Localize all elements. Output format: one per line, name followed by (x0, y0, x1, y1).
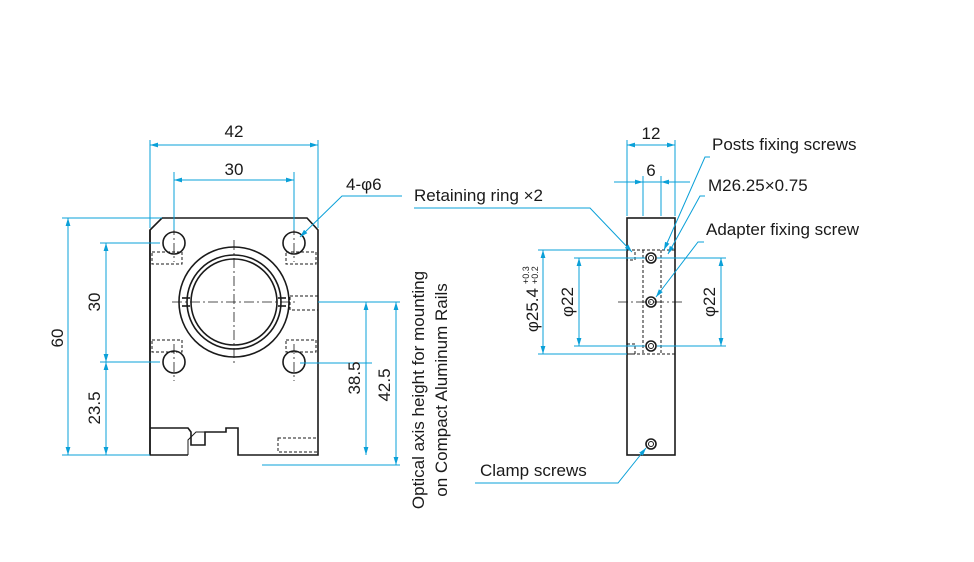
label-adapter-fixing-screw: Adapter fixing screw (706, 220, 860, 239)
dim-inner-6: 6 (646, 161, 655, 180)
label-clamp-screws: Clamp screws (480, 461, 587, 480)
side-extension-lines (538, 140, 726, 355)
dim-bore-25-4: φ25.4 (523, 288, 542, 332)
dim-thickness-12: 12 (642, 124, 661, 143)
dim-bore-group: φ25.4 +0.3 +0.2 (521, 266, 542, 332)
rail-notch (187, 431, 226, 455)
dim-hole-base-23-5: 23.5 (85, 391, 104, 424)
label-retaining-ring: Retaining ring ×2 (414, 186, 543, 205)
dim-dia-22-right: φ22 (700, 287, 719, 317)
dim-width-42: 42 (225, 122, 244, 141)
front-view: 42 30 4-φ6 60 30 23.5 38.5 42.5 Optical … (48, 122, 451, 509)
note-axis-line1: Optical axis height for mounting (409, 271, 428, 509)
dim-pitch-30-horizontal: 30 (225, 160, 244, 179)
dim-bore-tol-lower: +0.2 (530, 266, 540, 284)
dim-height-60: 60 (48, 329, 67, 348)
callout-leaders (414, 156, 710, 484)
label-posts-fixing-screws: Posts fixing screws (712, 135, 857, 154)
dim-axis-38-5: 38.5 (345, 361, 364, 394)
side-screws (645, 252, 657, 450)
dim-axis-42-5: 42.5 (375, 368, 394, 401)
note-axis-line2: on Compact Aluminum Rails (432, 283, 451, 497)
side-view: 12 6 φ25.4 +0.3 +0.2 φ22 φ22 Posts fixin… (414, 124, 860, 484)
dim-hole-callout: 4-φ6 (346, 175, 382, 194)
dim-bore-tol-upper: +0.3 (521, 266, 531, 284)
side-dimension-lines (540, 142, 724, 354)
dim-dia-22-left: φ22 (558, 287, 577, 317)
front-extension-lines (62, 140, 400, 466)
dim-pitch-30-vertical: 30 (85, 293, 104, 312)
front-dimension-lines (65, 142, 402, 465)
label-thread-m26: M26.25×0.75 (708, 176, 808, 195)
hidden-screws (151, 251, 319, 453)
side-body-outline (626, 217, 676, 456)
